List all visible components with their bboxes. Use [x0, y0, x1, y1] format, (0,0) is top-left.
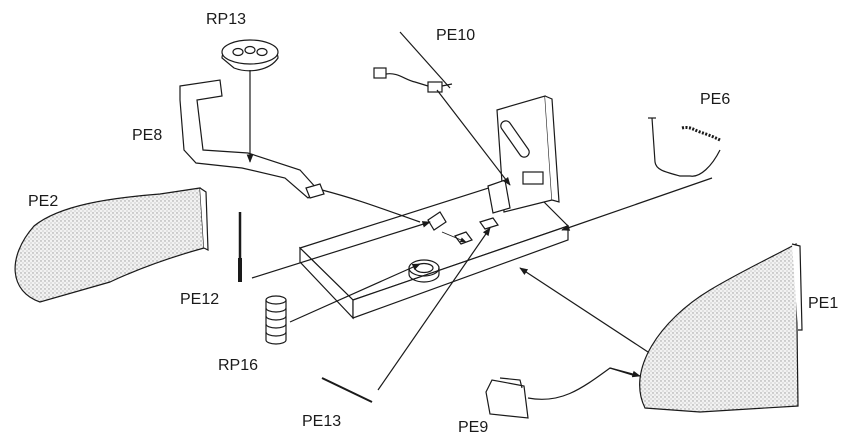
pe1-side-panel [639, 243, 799, 413]
rp16-disc-stack [265, 295, 287, 345]
pe6-wire-spring [648, 117, 721, 177]
label-pe1: PE1 [808, 295, 839, 312]
label-rp13: RP13 [206, 11, 247, 28]
label-rp16: RP16 [218, 357, 259, 374]
plate-block-part [427, 211, 447, 231]
pe10-connector [373, 31, 453, 93]
plate-flat-pad [479, 217, 499, 230]
ring-part [408, 259, 440, 283]
mounting-bracket [487, 95, 560, 214]
rp13-cap [221, 39, 279, 72]
label-pe2: PE2 [28, 193, 59, 210]
label-pe10: PE10 [436, 27, 476, 44]
assembly-arrows [246, 70, 713, 391]
pe2-side-panel [14, 187, 205, 303]
pe8-ribbon-cable [179, 79, 421, 223]
label-pe8: PE8 [132, 127, 163, 144]
label-pe12: PE12 [180, 291, 220, 308]
pe9-clip [485, 367, 637, 419]
pe13-strip [321, 377, 373, 403]
label-pe13: PE13 [302, 413, 342, 430]
label-pe9: PE9 [458, 419, 489, 436]
label-pe6: PE6 [700, 91, 731, 108]
